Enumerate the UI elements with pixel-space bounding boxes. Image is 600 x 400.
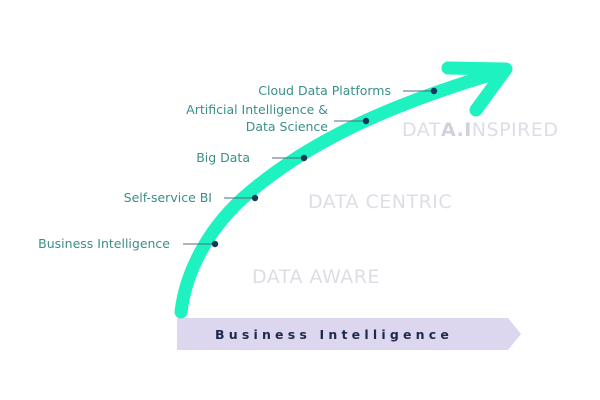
milestone-dot	[430, 87, 438, 95]
stage-inspired-bold: A.I	[441, 119, 472, 141]
milestone-label-ai-line2: Data Science	[246, 119, 329, 134]
milestone-label-cloud-data-platforms: Cloud Data Platforms	[258, 83, 391, 98]
growth-arrow-head	[441, 61, 513, 117]
milestone-label-ai-line1: Artificial Intelligence &	[186, 102, 328, 117]
banner-arrow	[177, 318, 521, 350]
milestone-label-self-service-bi: Self-service BI	[124, 190, 212, 205]
growth-arrow-shaft	[174, 65, 507, 319]
milestone-dot	[300, 154, 308, 162]
milestone-label-big-data: Big Data	[196, 150, 250, 165]
milestone-dot	[251, 194, 259, 202]
stage-data-aware: DATA AWARE	[252, 266, 380, 288]
stage-data-centric: DATA CENTRIC	[308, 191, 452, 213]
milestone-dot	[211, 240, 219, 248]
stage-data-inspired: DATA.INSPIRED	[402, 119, 558, 141]
milestone-dot	[362, 117, 370, 125]
milestone-label-business-intelligence: Business Intelligence	[38, 236, 170, 251]
banner-label: Business Intelligence	[215, 327, 453, 342]
stage-inspired-prefix: DAT	[402, 119, 441, 141]
stage-inspired-suffix: NSPIRED	[472, 119, 559, 141]
connector-lines	[183, 90, 434, 245]
